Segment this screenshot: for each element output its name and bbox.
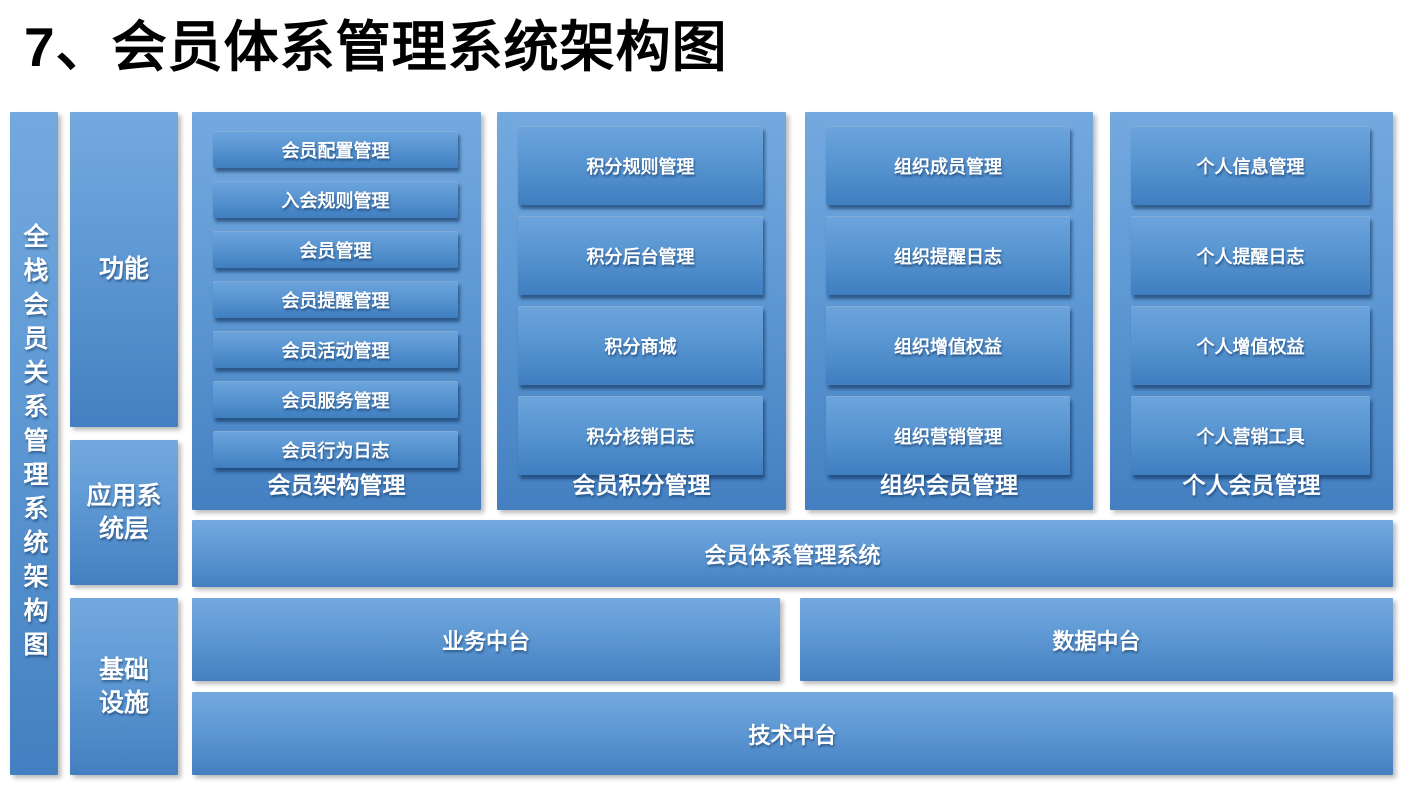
- feature-box: 积分规则管理: [518, 126, 763, 205]
- page-title: 7、会员体系管理系统架构图: [24, 16, 728, 78]
- feature-box: 组织成员管理: [826, 126, 1070, 205]
- feature-box: 会员服务管理: [213, 381, 458, 418]
- group-organization-member: 组织成员管理 组织提醒日志 组织增值权益 组织营销管理 组织会员管理: [805, 112, 1093, 510]
- group-label: 会员架构管理: [267, 472, 406, 498]
- layer-infrastructure-label: 基础 设施: [98, 656, 149, 717]
- bar-data-platform: 数据中台: [800, 598, 1393, 681]
- group-member-points-items: 积分规则管理 积分后台管理 积分商城 积分核销日志: [518, 126, 763, 475]
- layer-infrastructure: 基础 设施: [70, 598, 178, 775]
- side-system-title-bar: 全栈会员关系管理系统架构图: [10, 112, 58, 775]
- group-personal-member: 个人信息管理 个人提醒日志 个人增值权益 个人营销工具 个人会员管理: [1110, 112, 1393, 510]
- layer-function-label: 功能: [98, 255, 149, 284]
- feature-box: 会员提醒管理: [213, 281, 458, 318]
- feature-box: 组织增值权益: [826, 306, 1070, 385]
- group-member-architecture-items: 会员配置管理 入会规则管理 会员管理 会员提醒管理 会员活动管理 会员服务管理 …: [213, 131, 458, 468]
- group-label: 个人会员管理: [1182, 472, 1321, 498]
- feature-box: 积分核销日志: [518, 396, 763, 475]
- group-label: 组织会员管理: [880, 472, 1018, 498]
- feature-box: 入会规则管理: [213, 181, 458, 218]
- layer-application-system: 应用系 统层: [70, 440, 178, 585]
- layer-function: 功能: [70, 112, 178, 427]
- feature-box: 会员行为日志: [213, 431, 458, 468]
- group-member-architecture: 会员配置管理 入会规则管理 会员管理 会员提醒管理 会员活动管理 会员服务管理 …: [192, 112, 481, 510]
- feature-box: 组织营销管理: [826, 396, 1070, 475]
- bar-membership-system: 会员体系管理系统: [192, 520, 1393, 587]
- feature-box: 个人增值权益: [1131, 306, 1370, 385]
- group-label: 会员积分管理: [572, 472, 711, 498]
- feature-box: 个人提醒日志: [1131, 216, 1370, 295]
- feature-box: 个人信息管理: [1131, 126, 1370, 205]
- group-member-points: 积分规则管理 积分后台管理 积分商城 积分核销日志 会员积分管理: [497, 112, 786, 510]
- feature-box: 个人营销工具: [1131, 396, 1370, 475]
- feature-box: 会员管理: [213, 231, 458, 268]
- feature-box: 积分后台管理: [518, 216, 763, 295]
- bar-tech-platform: 技术中台: [192, 692, 1393, 775]
- feature-box: 组织提醒日志: [826, 216, 1070, 295]
- side-system-title-text: 全栈会员关系管理系统架构图: [20, 222, 48, 665]
- feature-box: 积分商城: [518, 306, 763, 385]
- layer-application-system-label: 应用系 统层: [86, 482, 162, 543]
- group-personal-member-items: 个人信息管理 个人提醒日志 个人增值权益 个人营销工具: [1131, 126, 1370, 475]
- feature-box: 会员活动管理: [213, 331, 458, 368]
- feature-box: 会员配置管理: [213, 131, 458, 168]
- group-organization-member-items: 组织成员管理 组织提醒日志 组织增值权益 组织营销管理: [826, 126, 1070, 475]
- bar-business-platform: 业务中台: [192, 598, 780, 681]
